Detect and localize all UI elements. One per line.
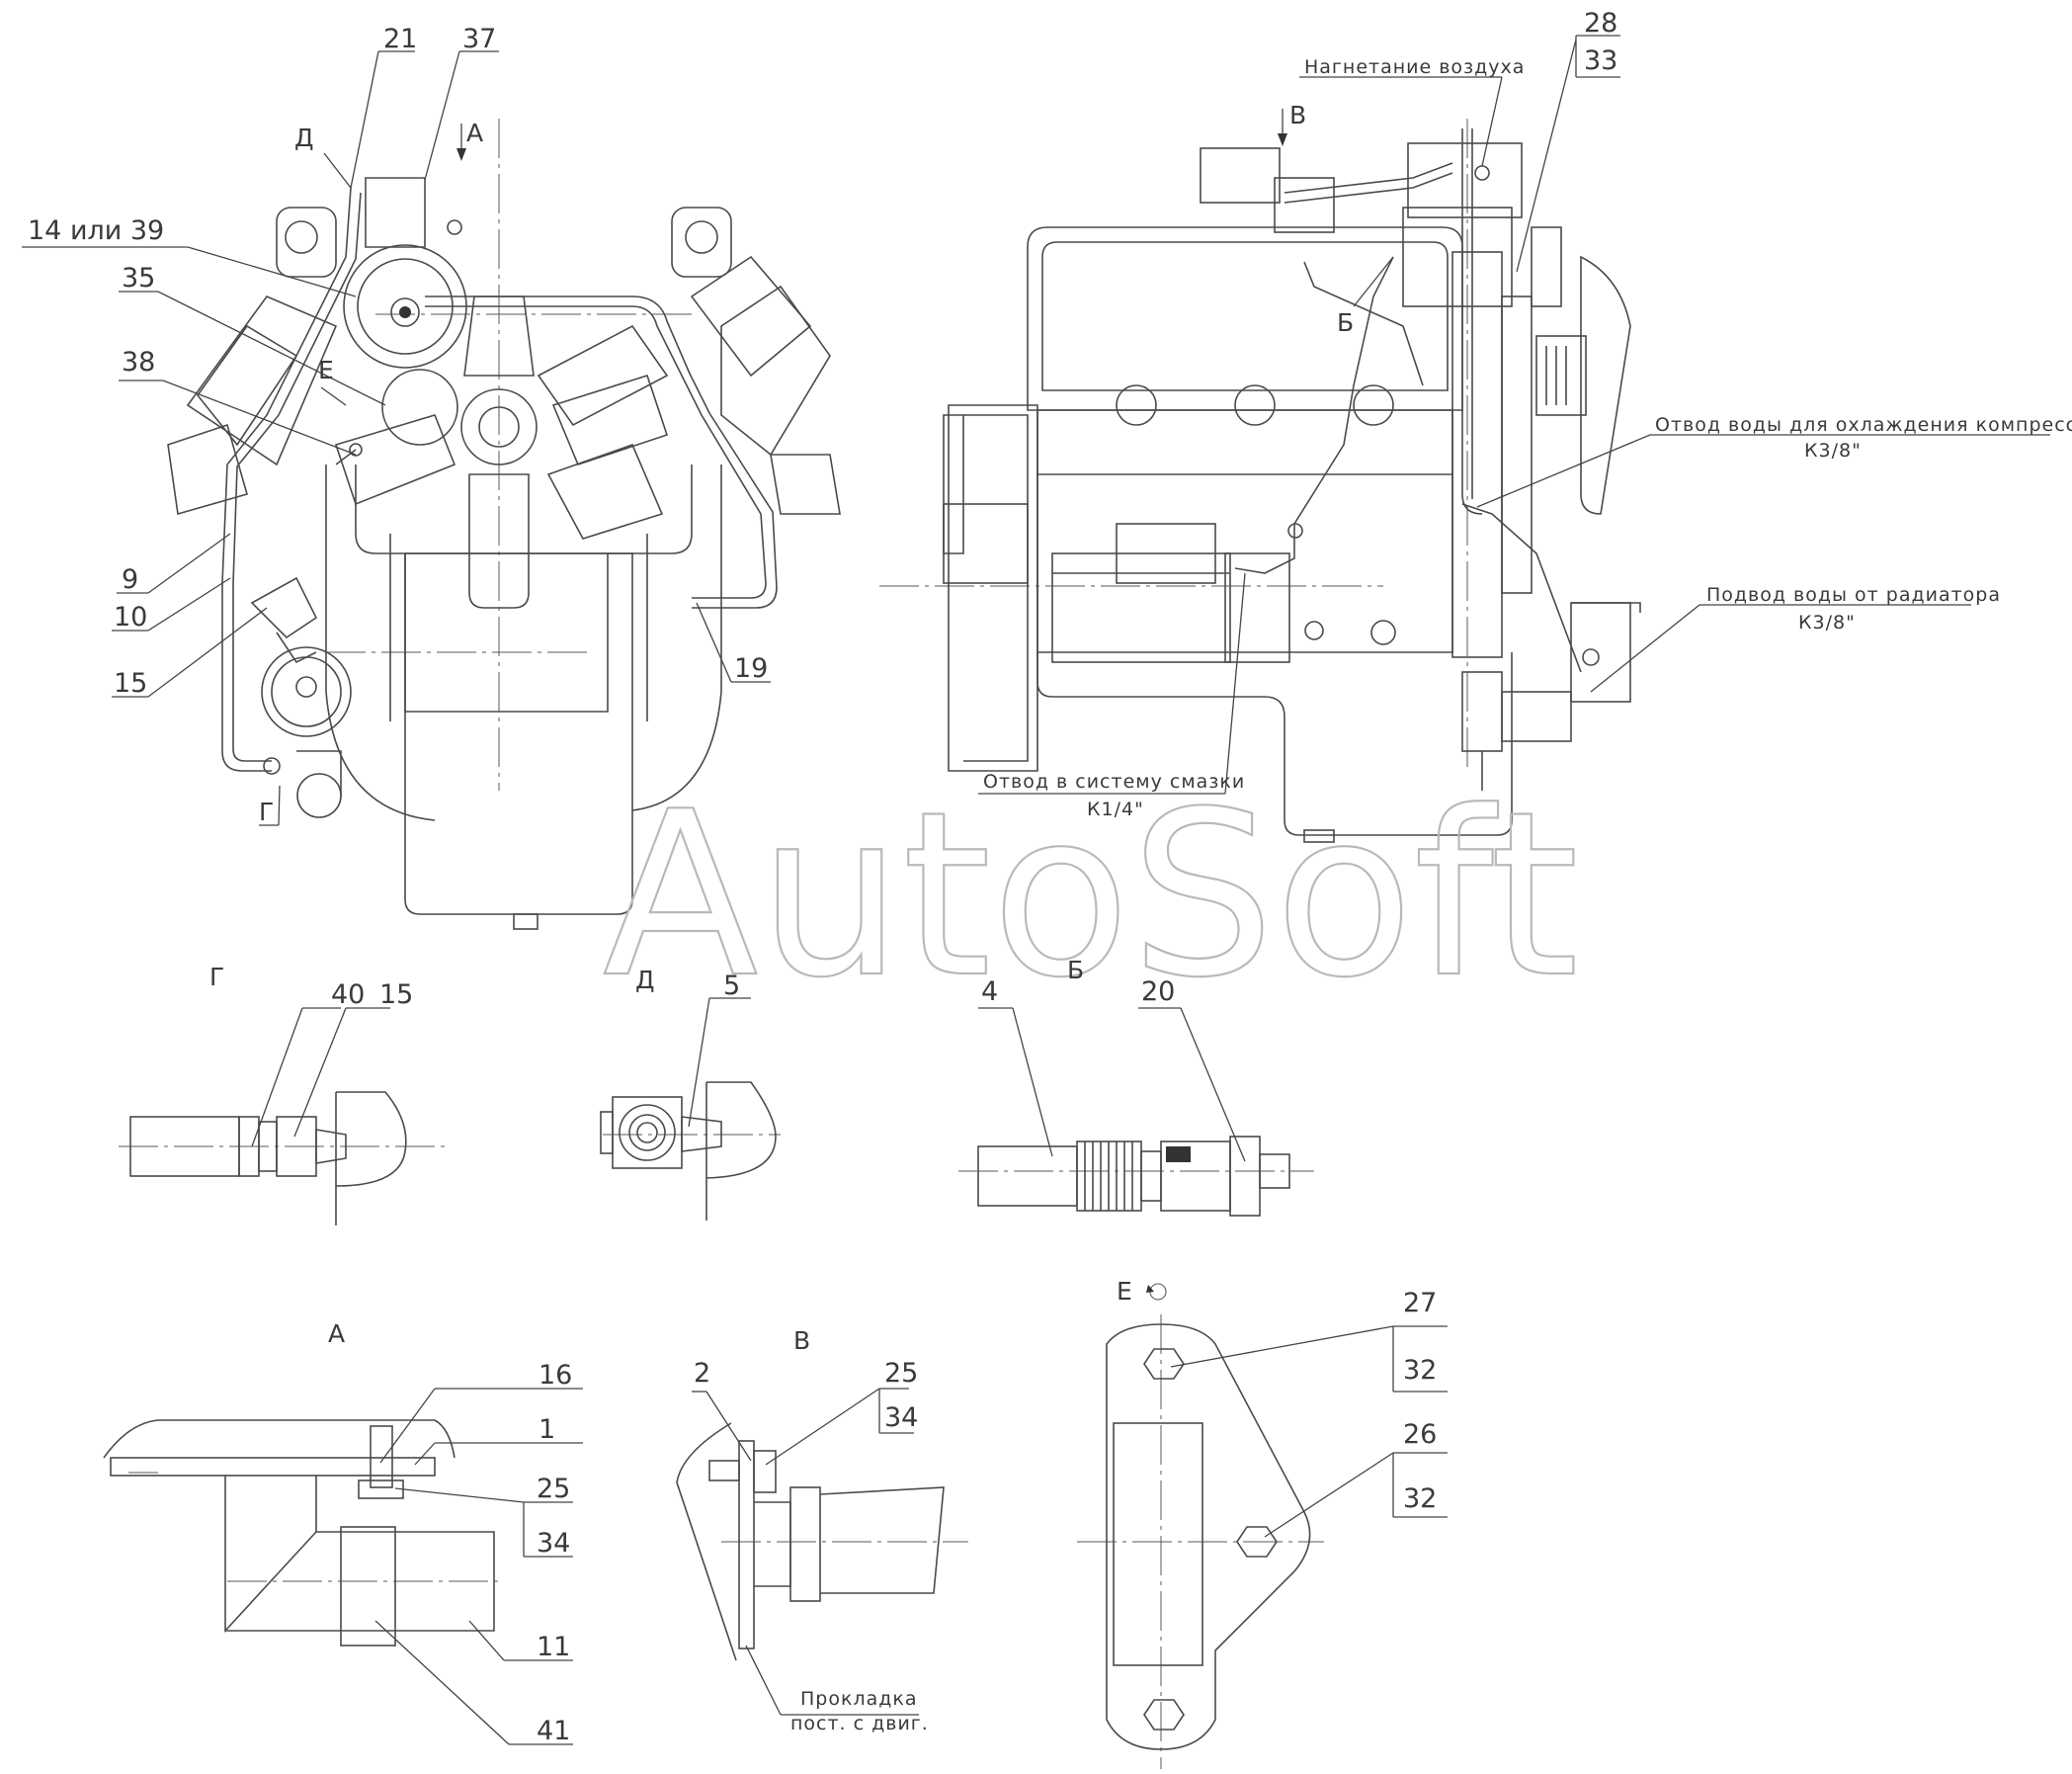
view-label-a: А [328,1319,345,1348]
detail-view-e: Е 27 32 26 32 [1077,1277,1448,1769]
callout-34: 34 [537,1528,570,1559]
detail-view-g: Г 40 15 [119,963,445,1225]
callout-20: 20 [1141,976,1175,1007]
callout-38: 38 [122,347,155,378]
callout-15-detail: 15 [379,979,413,1010]
note-gasket-1: Прокладка [800,1688,918,1710]
detail-view-d: Д 5 [600,966,781,1221]
view-label-v: В [793,1326,810,1355]
note-water-in-radiator: Подвод воды от радиатора [1706,584,2001,606]
note-oil-thread: К1/4" [1087,799,1144,820]
marker-d: Д [294,124,314,152]
callout-35: 35 [122,263,155,294]
note-air-discharge: Нагнетание воздуха [1304,56,1525,78]
callout-28: 28 [1584,8,1617,39]
detail-view-v: В 2 25 34 Прокладка пост. с двиг. [676,1326,968,1734]
callout-15: 15 [114,668,147,699]
callout-16: 16 [539,1360,572,1391]
watermark: AutoSoft [603,764,1579,1028]
callout-32: 32 [1403,1355,1437,1386]
note-water-out-compressor: Отвод воды для охлаждения компрессора [1655,414,2072,436]
callout-32-view-e: 32 [1403,1483,1437,1514]
view-label-g: Г [209,963,224,991]
front-view-engine [167,119,841,930]
callout-37: 37 [462,24,496,54]
marker-g: Г [259,798,274,826]
view-label-d: Д [635,966,655,994]
view-label-e: Е [1117,1277,1132,1306]
callout-4: 4 [981,976,998,1007]
note-gasket-2: пост. с двиг. [790,1713,929,1734]
callout-27: 27 [1403,1288,1437,1318]
marker-e: Е [318,356,334,384]
detail-view-a: А 16 1 25 34 11 41 [103,1319,583,1746]
callout-21: 21 [383,24,417,54]
callout-9: 9 [122,564,138,595]
callout-34-view-v: 34 [884,1402,918,1433]
callout-33: 33 [1584,45,1617,76]
side-view-callouts: 28 33 Нагнетание воздуха В Б Отвод воды … [978,8,2072,820]
callout-5: 5 [723,971,740,1001]
note-water-in-thread: К3/8" [1798,612,1856,634]
marker-a: А [466,119,483,147]
callout-11: 11 [537,1632,570,1662]
callout-41: 41 [537,1716,570,1746]
side-view-engine [879,119,1641,843]
callout-25: 25 [537,1474,570,1504]
front-view-callouts: 21 37 14 или 39 35 38 9 10 15 19 Д А Е Г [22,24,771,826]
note-water-out-thread: К3/8" [1804,440,1862,462]
detail-view-b: Б 4 20 [958,956,1314,1217]
callout-14-or-39: 14 или 39 [28,215,164,246]
callout-2: 2 [694,1358,710,1389]
callout-25-view-v: 25 [884,1358,918,1389]
callout-19: 19 [734,653,768,684]
callout-40: 40 [331,979,365,1010]
callout-10: 10 [114,602,147,633]
callout-26: 26 [1403,1419,1437,1450]
callout-1: 1 [539,1414,555,1445]
note-oil-outlet: Отвод в систему смазки [983,771,1245,793]
marker-v: В [1289,101,1306,129]
view-label-b: Б [1067,956,1084,984]
marker-b: Б [1337,308,1354,337]
